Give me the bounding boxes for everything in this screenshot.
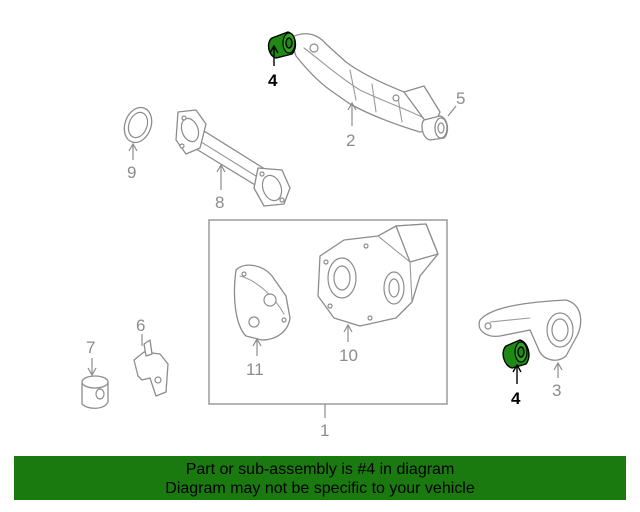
- callout-10: 10: [339, 346, 358, 365]
- parts-diagram: 4 2 5 9 8 11 10 6 7 3 4 1: [81, 31, 582, 440]
- part-8-tube[interactable]: [175, 109, 291, 207]
- callout-4-top: 4: [268, 71, 278, 90]
- arrow-4-bottom: [512, 363, 522, 373]
- callout-9: 9: [127, 163, 136, 182]
- callout-1: 1: [320, 421, 329, 440]
- callout-4-bottom: 4: [511, 389, 521, 408]
- part-4-bushing-top[interactable]: [267, 31, 297, 59]
- info-banner: Part or sub-assembly is #4 in diagram Di…: [14, 456, 626, 500]
- part-11-cover[interactable]: [233, 264, 291, 341]
- callout-7: 7: [86, 338, 95, 357]
- arrow-11: [252, 337, 262, 347]
- part-10-carrier[interactable]: [317, 223, 439, 327]
- arrow-7: [87, 367, 97, 377]
- part-7-mount[interactable]: [81, 375, 109, 409]
- arrow-4-top: [269, 44, 279, 54]
- banner-line-2: Diagram may not be specific to your vehi…: [165, 480, 475, 497]
- banner-line-1: Part or sub-assembly is #4 in diagram: [185, 461, 455, 478]
- arrow-3: [553, 361, 563, 371]
- arrow-8: [216, 163, 226, 173]
- callout-6: 6: [136, 316, 145, 335]
- leader-5: [447, 105, 457, 117]
- callout-11: 11: [246, 360, 264, 379]
- arrow-10: [343, 323, 353, 333]
- part-2-mount-arm[interactable]: [289, 33, 441, 133]
- callout-5: 5: [456, 89, 465, 108]
- callout-3: 3: [552, 381, 561, 400]
- arrow-2: [347, 101, 357, 111]
- part-1-group-box: [208, 219, 448, 405]
- part-9-o-ring[interactable]: [120, 104, 157, 147]
- part-3-mount-arm[interactable]: [478, 299, 582, 361]
- callout-8: 8: [215, 193, 224, 212]
- part-5-bushing[interactable]: [421, 115, 449, 141]
- part-6-bracket[interactable]: [133, 339, 169, 397]
- arrow-9: [128, 142, 138, 152]
- part-4-bushing-bottom[interactable]: [502, 339, 530, 369]
- callout-2: 2: [346, 131, 355, 150]
